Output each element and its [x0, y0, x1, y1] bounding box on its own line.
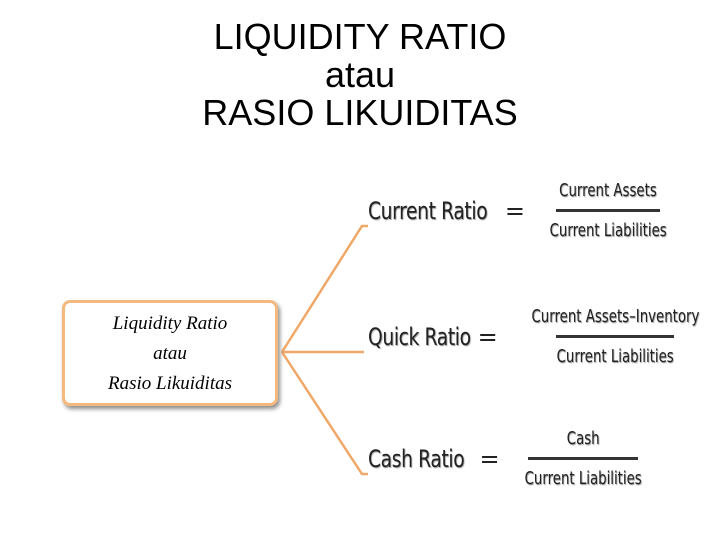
page-title: LIQUIDITY RATIO atau RASIO LIKUIDITAS [0, 18, 720, 132]
equals-sign: = [477, 322, 498, 351]
fraction: Current Assets–Inventory Current Liabili… [502, 306, 720, 367]
title-line-2: atau [324, 54, 396, 95]
box-line-1: Liquidity Ratio [112, 313, 228, 334]
denominator: Current Liabilities [549, 220, 667, 241]
fraction: Current Assets Current Liabilities [529, 180, 687, 241]
title-line-1: LIQUIDITY RATIO [213, 16, 507, 57]
fraction: Cash Current Liabilities [504, 428, 662, 489]
fraction-bar [556, 209, 661, 212]
denominator: Current Liabilities [556, 346, 674, 367]
quick-ratio-formula: Quick Ratio = Current Assets–Inventory C… [368, 306, 720, 367]
liquidity-ratio-box: Liquidity Ratio atau Rasio Likuiditas [62, 300, 278, 406]
box-line-3: Rasio Likuiditas [107, 373, 233, 394]
box-line-2: atau [153, 343, 187, 364]
cash-ratio-formula: Cash Ratio = Cash Current Liabilities [368, 428, 662, 489]
numerator: Current Assets–Inventory [531, 306, 700, 327]
current-ratio-formula: Current Ratio = Current Assets Current L… [368, 180, 687, 241]
equals-sign: = [479, 444, 500, 473]
numerator: Current Assets [559, 180, 657, 201]
formula-name: Quick Ratio [368, 322, 471, 351]
formula-name: Cash Ratio [368, 444, 465, 473]
title-line-3: RASIO LIKUIDITAS [202, 92, 518, 133]
fraction-bar [527, 457, 638, 460]
equals-sign: = [504, 196, 525, 225]
numerator: Cash [566, 428, 600, 449]
fraction-bar [556, 335, 675, 338]
formula-name: Current Ratio [368, 196, 488, 225]
denominator: Current Liabilities [524, 468, 642, 489]
connector-current-ratio [280, 224, 368, 353]
connector-cash-ratio [280, 351, 368, 476]
